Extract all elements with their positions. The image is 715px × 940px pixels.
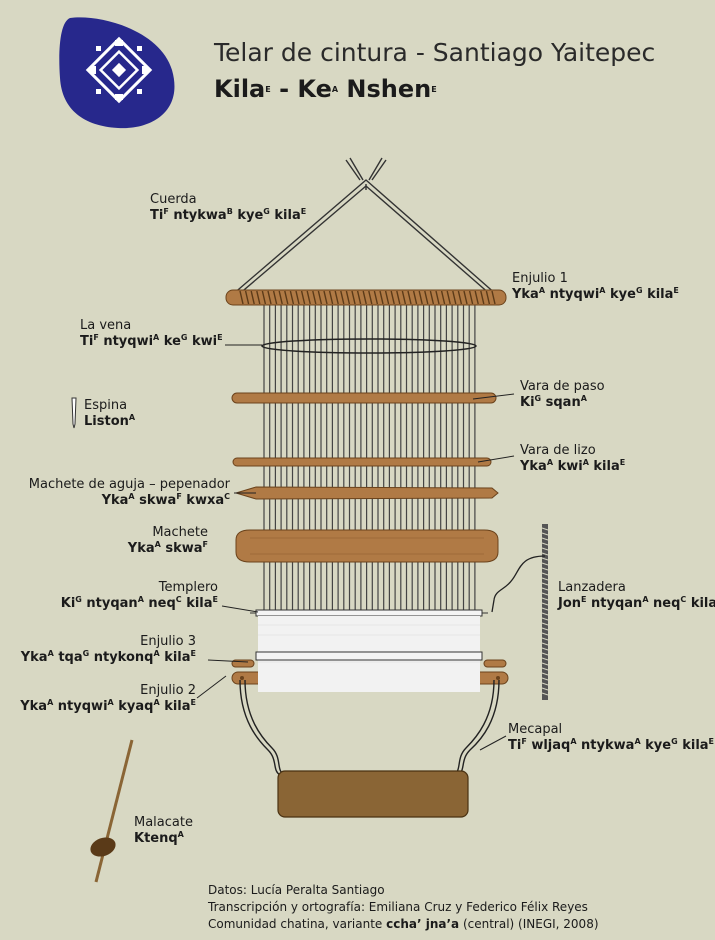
label-cuerda: Cuerda TiF ntykwaB kyeG kilaE (150, 192, 307, 223)
enjulio-1-bar (225, 289, 507, 306)
credits-community: Comunidad chatina, variante ccha’ jna’a … (208, 917, 599, 931)
label-espina: Espina ListonA (84, 398, 136, 429)
espina-icon (71, 397, 77, 429)
vara-de-paso-bar (231, 392, 497, 404)
mecapal-band (277, 770, 469, 818)
label-enjulio-2: Enjulio 2 YkaA ntyqwiA kyaqA kilaE (20, 683, 196, 714)
enjulio-2-bar (231, 668, 509, 690)
malacate-spindle (90, 739, 134, 883)
page-title: Telar de cintura - Santiago Yaitepec (214, 38, 656, 67)
leader-lines (196, 344, 515, 751)
label-mecapal: Mecapal TiF wljaqA ntykwaA kyeG kilaE (508, 722, 715, 753)
templero-bar (250, 609, 488, 617)
vara-de-lizo-bar (232, 457, 492, 467)
label-lanzadera: Lanzadera JonE ntyqanA neqC kilaE (558, 580, 715, 611)
machete-bar (235, 529, 499, 563)
label-vara-de-lizo: Vara de lizo YkaA kwiA kilaE (520, 443, 626, 474)
label-malacate: Malacate KtenqA (134, 815, 193, 846)
label-enjulio-3: Enjulio 3 YkaA tqaG ntykonqA kilaE (20, 634, 196, 665)
credits: Datos: Lucía Peralta Santiago Transcripc… (208, 882, 599, 933)
logo (59, 17, 175, 129)
page-subtitle: KilaE - KeA NshenE (214, 75, 437, 103)
credits-data: Datos: Lucía Peralta Santiago (208, 883, 385, 897)
cuerda-cord (231, 157, 498, 296)
label-vara-de-paso: Vara de paso KiG sqanA (520, 379, 605, 410)
label-enjulio-1: Enjulio 1 YkaA ntyqwiA kyeG kilaE (512, 271, 679, 302)
label-machete-de-aguja: Machete de aguja – pepenador YkaA skwaF … (28, 477, 230, 508)
credits-transcription: Transcripción y ortografía: Emiliana Cru… (208, 900, 588, 914)
label-templero: Templero KiG ntyqanA neqC kilaE (60, 580, 218, 611)
vena-loop (261, 338, 477, 354)
lanzadera-shuttle (491, 524, 549, 700)
label-vena: La vena TiF ntyqwiA keG kwiE (80, 318, 223, 349)
machete-de-aguja-bar (234, 486, 499, 500)
label-machete: Machete YkaA skwaF (127, 525, 208, 556)
warp-threads (263, 303, 476, 611)
mecapal-straps (239, 679, 500, 776)
